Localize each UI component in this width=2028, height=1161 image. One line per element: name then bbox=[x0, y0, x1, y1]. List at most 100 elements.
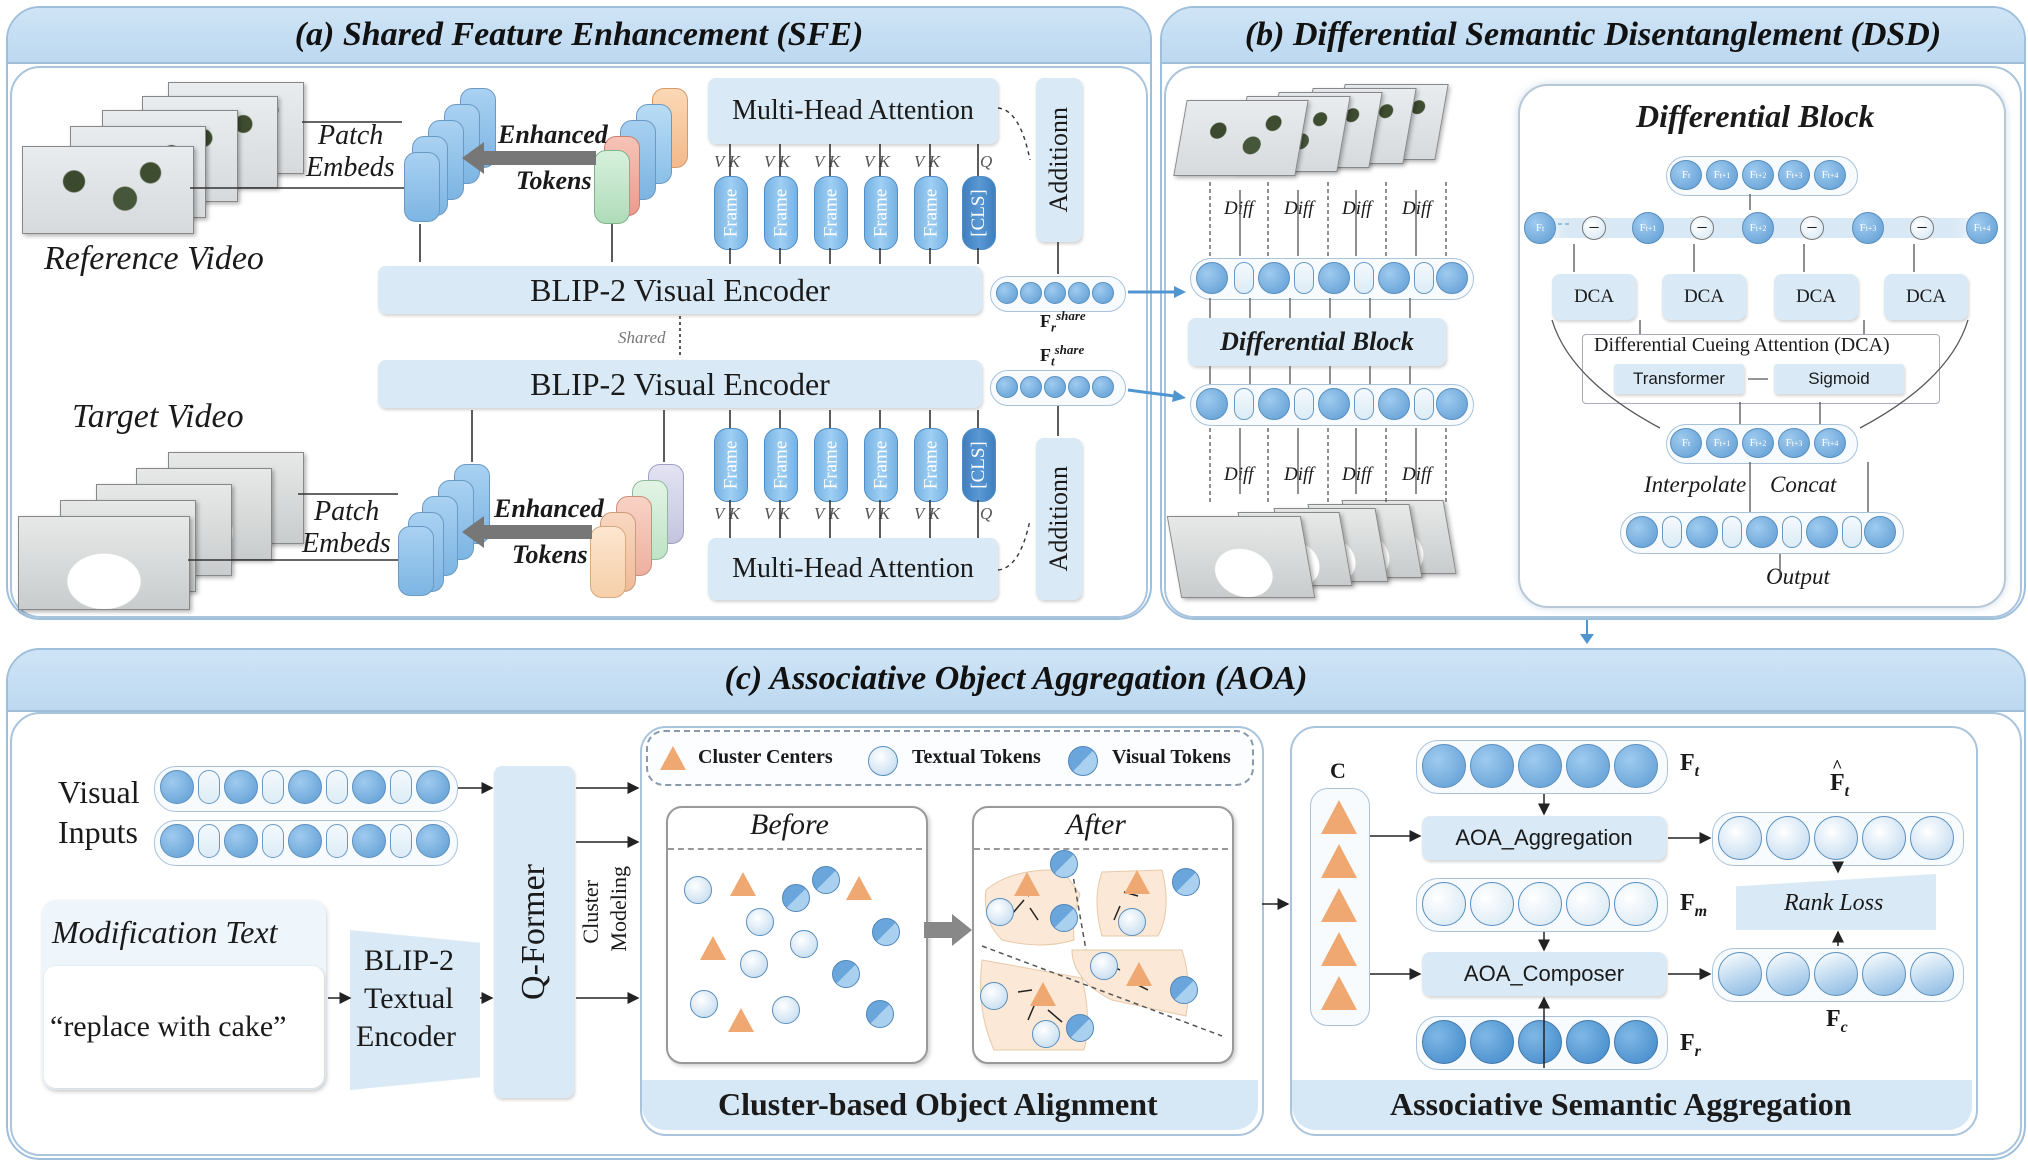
fr-token bbox=[1518, 1020, 1562, 1064]
f-sup: t+3 bbox=[1791, 170, 1803, 180]
share-token bbox=[996, 282, 1018, 304]
dsd-detail-connectors bbox=[1127, 194, 1969, 576]
f-base: F bbox=[1639, 222, 1646, 234]
dsd-token bbox=[1436, 262, 1468, 294]
cluster-center bbox=[728, 1008, 754, 1032]
visual-token bbox=[832, 960, 860, 988]
modification-text-title: Modification Text bbox=[52, 914, 278, 950]
before-label: Before bbox=[750, 808, 829, 841]
transformer-label: Transformer bbox=[1633, 369, 1725, 388]
frame-token-top-5: Frame bbox=[914, 176, 948, 250]
modification-example: “replace with cake” bbox=[50, 1010, 287, 1043]
frame-token-top-2: Frame bbox=[764, 176, 798, 250]
before-after-arrowhead bbox=[952, 914, 972, 946]
enhanced-token bbox=[590, 526, 626, 598]
f-sup: t bbox=[1541, 223, 1545, 233]
target-video-label: Target Video bbox=[72, 398, 244, 435]
share-token bbox=[1092, 376, 1114, 398]
aggregation-footer bbox=[1292, 1080, 1972, 1130]
output-pill bbox=[1662, 516, 1682, 548]
minus-icon: − bbox=[1582, 216, 1606, 240]
visual-token bbox=[782, 884, 810, 912]
visual-token bbox=[1170, 976, 1198, 1004]
diff-label-top-1: Diff bbox=[1224, 198, 1254, 219]
textual-token bbox=[740, 950, 768, 978]
frame-token-bottom-5: Frame bbox=[914, 428, 948, 502]
visual-inputs-1: Visual bbox=[58, 774, 140, 810]
f-sup: t+3 bbox=[1865, 223, 1877, 233]
cluster-center bbox=[1126, 962, 1152, 986]
fr-token bbox=[1614, 1020, 1658, 1064]
textual-encoder-1: BLIP-2 bbox=[364, 944, 454, 977]
legend-visual: Visual Tokens bbox=[1112, 746, 1231, 768]
dsd-token bbox=[1318, 262, 1350, 294]
visual-token bbox=[1050, 904, 1078, 932]
dsd-header: (b) Differential Semantic Disentanglemen… bbox=[1162, 8, 2024, 64]
visual-pill bbox=[390, 770, 412, 804]
cluster-center-icon bbox=[660, 746, 686, 770]
diff-label-top-4: Diff bbox=[1402, 198, 1432, 219]
alignment-title: Cluster-based Object Alignment bbox=[718, 1086, 1158, 1122]
cluster-center bbox=[1321, 932, 1357, 966]
f-base: F bbox=[1713, 169, 1720, 181]
f-sup: t bbox=[1687, 438, 1691, 448]
aggregation-title: Associative Semantic Aggregation bbox=[1390, 1086, 1852, 1122]
visual-token bbox=[812, 866, 840, 894]
enhanced-arrow-top bbox=[478, 151, 596, 165]
cluster-center bbox=[846, 876, 872, 900]
visual-token bbox=[160, 770, 194, 804]
f-sup: t bbox=[1687, 170, 1691, 180]
dsd-pill bbox=[1294, 388, 1314, 420]
dsd-token bbox=[1378, 262, 1410, 294]
share-token bbox=[1068, 282, 1090, 304]
visual-token bbox=[1066, 1014, 1094, 1042]
sigmoid-label: Sigmoid bbox=[1808, 369, 1870, 388]
dsd-pill bbox=[1354, 262, 1374, 294]
f-base: F bbox=[1535, 222, 1542, 234]
cluster-center bbox=[1321, 800, 1357, 834]
frame-token-bottom-4: Frame bbox=[864, 428, 898, 502]
output-pill bbox=[1842, 516, 1862, 548]
fm-token bbox=[1470, 882, 1514, 926]
visual-token bbox=[1172, 868, 1200, 896]
dca-label: DCA bbox=[1795, 286, 1837, 307]
frame-token-bottom-3: Frame bbox=[814, 428, 848, 502]
visual-token bbox=[160, 824, 194, 858]
visual-pill bbox=[198, 824, 220, 858]
cls-token-top: [CLS] bbox=[962, 176, 996, 250]
frame-token-bottom-1: Frame bbox=[714, 428, 748, 502]
f-base: F bbox=[1713, 437, 1720, 449]
addition-top: Additionn bbox=[1036, 78, 1082, 242]
output-pill bbox=[1722, 516, 1742, 548]
minus-icon: − bbox=[1690, 216, 1714, 240]
diff-label-bottom-3: Diff bbox=[1342, 464, 1372, 485]
cluster-center bbox=[1014, 872, 1040, 896]
fr-token bbox=[1566, 1020, 1610, 1064]
dca-label: DCA bbox=[1683, 286, 1725, 307]
ft-hat-label: F^t bbox=[1830, 756, 1850, 800]
f-base: F bbox=[1785, 437, 1792, 449]
dsd-title: (b) Differential Semantic Disentanglemen… bbox=[1244, 16, 1942, 53]
visual-token bbox=[1050, 850, 1078, 878]
addition-bottom: Additionn bbox=[1036, 438, 1082, 600]
enhanced-label-bottom: Enhanced bbox=[494, 494, 604, 523]
fc-token bbox=[1718, 952, 1762, 996]
vk-label-bottom-1: V K bbox=[714, 504, 740, 523]
q-former: Q-Former bbox=[494, 766, 574, 1098]
textual-token bbox=[1118, 908, 1146, 936]
f-sup: t+3 bbox=[1791, 438, 1803, 448]
after-label: After bbox=[1066, 808, 1126, 841]
enhanced-label-top: Enhanced bbox=[498, 120, 608, 149]
minus-icon: − bbox=[1910, 216, 1934, 240]
fm-token bbox=[1566, 882, 1610, 926]
concat-label: Concat bbox=[1770, 472, 1837, 497]
aoa-composer-label: AOA_Composer bbox=[1463, 961, 1625, 986]
dsd-to-aoa-arrow bbox=[1586, 620, 1588, 638]
visual-token bbox=[288, 770, 322, 804]
textual-encoder-2: Textual bbox=[364, 982, 454, 1015]
